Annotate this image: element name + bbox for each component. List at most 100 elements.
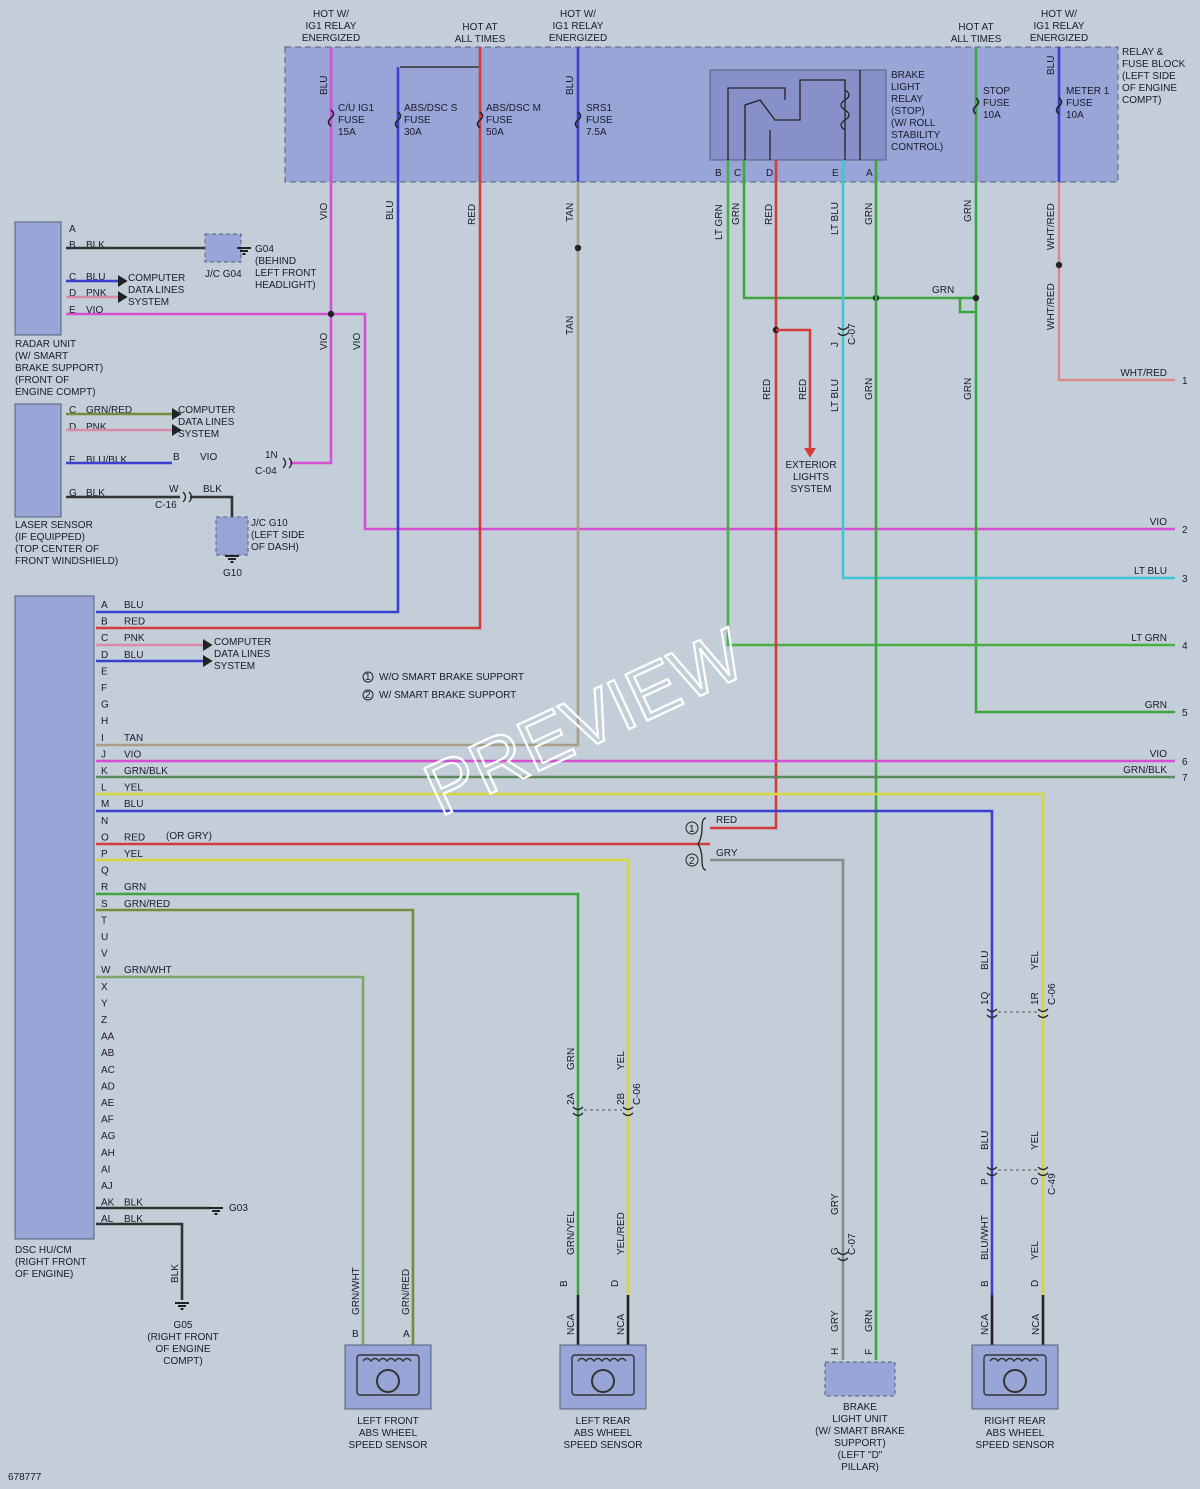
dsc-wire-R: GRN xyxy=(124,882,146,893)
wire-grn-jog xyxy=(958,298,976,314)
splice-dot xyxy=(972,294,980,302)
wire-label-yel-lr: YEL xyxy=(616,1051,627,1070)
dsc-pin-T: T xyxy=(101,915,107,926)
dsc-pin-S: S xyxy=(101,899,108,910)
wire-blk-laser-ground xyxy=(190,495,234,520)
dsc-pin-B: B xyxy=(101,617,108,628)
connector-1q-icon xyxy=(986,1008,998,1019)
connector-1n: 1N xyxy=(265,450,278,461)
connector-o-icon xyxy=(1037,1166,1049,1177)
wire-label-grnwht: GRN/WHT xyxy=(351,1267,362,1315)
laser-w-pin: W xyxy=(169,484,179,495)
laser-wire-C: GRN/RED xyxy=(86,405,132,416)
dsc-pin-W: W xyxy=(101,965,111,976)
sensor-left-front-coil-icon xyxy=(362,1357,412,1363)
connector-c04-icon xyxy=(282,457,293,469)
wire-label-ltblu-1: LT BLU xyxy=(830,202,841,235)
wire-label-vio-3: VIO xyxy=(352,333,363,350)
wire-label-whtred-2: WHT/RED xyxy=(1046,283,1057,330)
option-mark-1: 1 xyxy=(689,824,695,835)
wire-label-grn-6: GRN xyxy=(864,1310,875,1332)
wire-grn-output-5 xyxy=(974,47,1175,714)
splice-dot xyxy=(327,310,335,318)
wire-label-grn-lr: GRN xyxy=(566,1048,577,1070)
dsc-wire-D: BLU xyxy=(124,650,143,661)
dsc-wire-L: YEL xyxy=(124,783,143,794)
wire-vio-cu-ig1 xyxy=(290,47,333,465)
dsc-pin-AJ: AJ xyxy=(101,1181,113,1192)
dsc-pin-Q: Q xyxy=(101,866,109,877)
jc-g10-box xyxy=(215,516,249,556)
lr-pin-d: D xyxy=(610,1280,621,1287)
radar-pin-A: A xyxy=(69,224,76,235)
blu-pin-f: F xyxy=(864,1349,875,1355)
dsc-wire-W: GRN/WHT xyxy=(124,965,172,976)
brace-icon xyxy=(697,817,707,871)
wire-yel-rr xyxy=(96,792,1045,1295)
dsc-wire-O: RED xyxy=(124,832,145,843)
dsc-pin-A: A xyxy=(101,600,108,611)
wire-red-exterior xyxy=(776,328,812,450)
connector-2a-icon xyxy=(572,1106,584,1117)
connector-p-icon xyxy=(986,1166,998,1177)
wire-grn-relay-c xyxy=(742,160,976,300)
dsc-wire-M: BLU xyxy=(124,799,143,810)
legend-note-1: W/O SMART BRAKE SUPPORT xyxy=(379,672,524,683)
wire-gry-brake-unit xyxy=(710,858,845,1360)
dsc-wire-J: VIO xyxy=(124,749,141,760)
ground-g04-icon xyxy=(237,247,251,255)
dsc-pin-C: C xyxy=(101,633,108,644)
wire-label-red-3: RED xyxy=(798,379,809,400)
relay-pin-E: E xyxy=(832,168,839,179)
wire-label-blu-rr2: BLU xyxy=(980,1131,991,1150)
wire-red-abs-m xyxy=(96,47,482,630)
laser-pin-G: G xyxy=(69,488,77,499)
dsc-pin-AF: AF xyxy=(101,1115,114,1126)
dsc-pin-H: H xyxy=(101,716,108,727)
wire-grnwht-lf xyxy=(96,975,365,1345)
splice-dot xyxy=(574,244,582,252)
down-arrow-icon xyxy=(804,448,816,458)
output-wire-5: GRN xyxy=(1145,700,1167,711)
fuse-block-box xyxy=(284,46,1119,183)
wire-label-gry-2: GRY xyxy=(830,1193,841,1215)
radar-pin-B: B xyxy=(69,240,76,251)
wire-red-relay-d xyxy=(710,160,778,830)
connector-c49-label: C-49 xyxy=(1047,1173,1058,1195)
dsc-pin-P: P xyxy=(101,849,108,860)
dsc-pin-X: X xyxy=(101,982,108,993)
dsc-pin-U: U xyxy=(101,932,108,943)
wire-label-yel-rr3: YEL xyxy=(1030,1241,1041,1260)
output-num-4: 4 xyxy=(1182,641,1188,652)
wire-ltblu-output-3 xyxy=(841,160,1175,580)
rr-pin-d: D xyxy=(1030,1280,1041,1287)
wire-blu-rr xyxy=(96,809,994,1295)
fuse-icon xyxy=(574,111,582,129)
right-arrow-icon xyxy=(172,424,182,436)
lf-pin-a: A xyxy=(403,1329,410,1340)
output-wire-3: LT BLU xyxy=(1134,566,1167,577)
blu-pin-h: H xyxy=(830,1348,841,1355)
right-arrow-icon xyxy=(118,275,128,287)
wire-label-tan-2: TAN xyxy=(565,316,576,335)
fuse-icon xyxy=(327,109,335,127)
dsc-pin-I: I xyxy=(101,733,104,744)
rr-nca-2-label: NCA xyxy=(1031,1314,1042,1335)
connector-p: P xyxy=(980,1178,991,1185)
dsc-pin-AG: AG xyxy=(101,1131,116,1142)
sensor-right-rear-body xyxy=(983,1354,1047,1396)
dsc-pin-F: F xyxy=(101,683,107,694)
connector-c06a-label: C-06 xyxy=(632,1083,643,1105)
